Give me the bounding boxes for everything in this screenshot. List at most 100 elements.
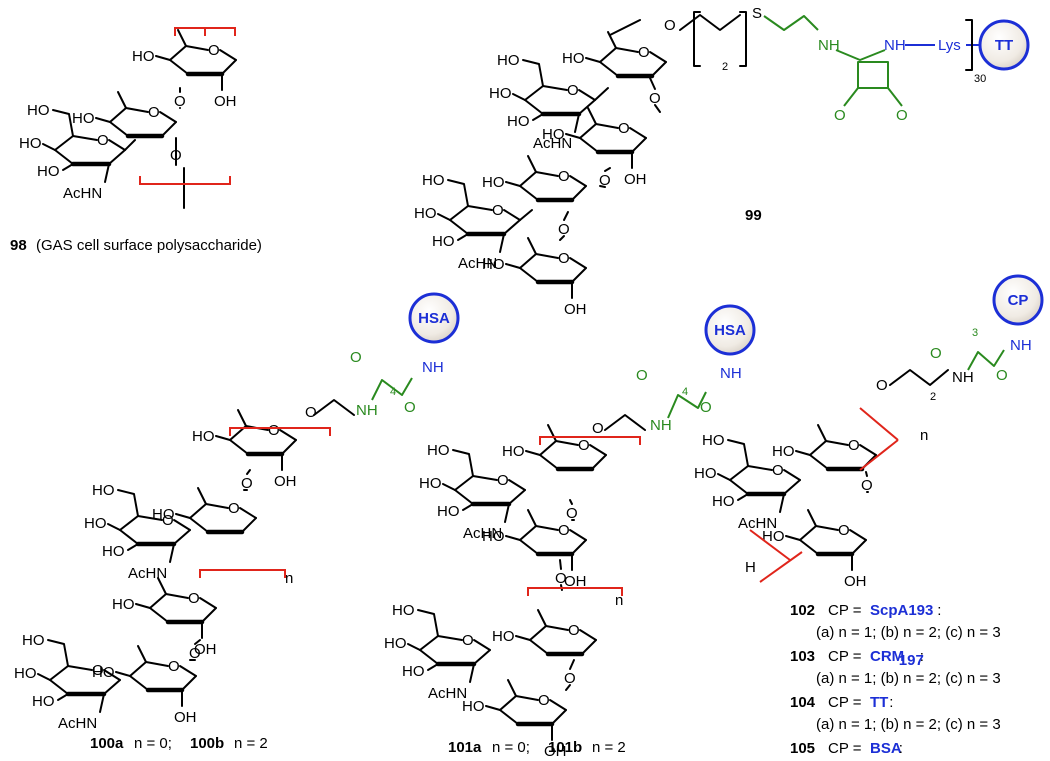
legend-variants: (a) n = 1; (b) n = 2; (c) n = 3 xyxy=(816,670,1001,687)
ring-bond xyxy=(239,507,257,519)
legend-colon: : xyxy=(937,602,941,619)
rhamnose-ring: OHO xyxy=(502,424,607,472)
ch2oh-bond xyxy=(117,489,139,517)
hydroxyl-label: HO xyxy=(507,113,530,130)
amide-nh: NH xyxy=(952,369,974,386)
ring-oxygen: O xyxy=(558,522,570,539)
glycosidic-bond xyxy=(559,235,565,241)
adipoyl-chain xyxy=(371,377,413,401)
legend-id: 103 xyxy=(790,648,815,665)
ring-oxygen: O xyxy=(268,422,280,439)
ring-oxygen: O xyxy=(492,202,504,219)
ring-bond xyxy=(809,440,849,456)
ring-bond xyxy=(449,205,493,221)
acetamido-label: AcHN xyxy=(533,135,572,152)
ring-bond xyxy=(149,593,189,609)
legend-carrier-protein: TT xyxy=(870,694,888,711)
hydroxyl-label: HO xyxy=(27,102,50,119)
legend-id: 104 xyxy=(790,694,816,711)
anomeric-o: O xyxy=(876,377,888,394)
oh-bond xyxy=(462,503,474,511)
linker-bond xyxy=(604,414,646,431)
hydroxyl-label: HO xyxy=(482,174,505,191)
glycosidic-oxygen: O xyxy=(189,645,201,662)
glycosidic-bond xyxy=(569,659,575,670)
methyl-bond xyxy=(117,91,127,109)
carbonyl-bond xyxy=(843,87,903,107)
methyl-bond xyxy=(507,679,517,697)
hydroxyl-label: HO xyxy=(392,602,415,619)
ring-oxygen: O xyxy=(497,472,509,489)
repeat-brackets xyxy=(139,27,899,596)
glycosidic-oxygen: O xyxy=(861,477,873,494)
glycosidic-bond xyxy=(654,104,661,113)
rhamnose-ring: O HO OH xyxy=(462,679,567,760)
rhamnose-ring: OHO xyxy=(562,31,667,79)
protein-101-label: HSA xyxy=(714,322,746,339)
oh-bond xyxy=(505,535,521,541)
ring-bond xyxy=(599,47,639,63)
glycosidic-bond xyxy=(599,185,606,188)
repeat-bracket xyxy=(539,436,641,445)
ring-oxygen: O xyxy=(148,104,160,121)
protein-amide: NH xyxy=(1010,337,1032,354)
carbonyl-o: O xyxy=(636,367,648,384)
squarate-ring xyxy=(857,61,889,89)
hydroxyl-label: HO xyxy=(419,475,442,492)
hydroxyl-label: HO xyxy=(92,664,115,681)
lys-amine: NH xyxy=(884,37,906,54)
ring-bond xyxy=(169,45,209,61)
glycosidic-bond xyxy=(563,211,569,221)
oh-bond xyxy=(437,213,451,221)
ring-bond xyxy=(454,475,498,491)
terminal-h: H xyxy=(745,559,756,576)
legend-cp-prefix: CP = xyxy=(828,694,862,711)
ch2oh-bond xyxy=(52,109,74,137)
ring-bond xyxy=(519,171,559,187)
repeat-count: 30 xyxy=(974,73,986,85)
oh-bond xyxy=(57,693,69,701)
chain-bracket xyxy=(739,11,747,67)
oh-bond xyxy=(175,513,191,519)
oh-bond xyxy=(505,181,521,187)
linker-bond xyxy=(609,19,641,36)
carbonyl-o: O xyxy=(404,399,416,416)
ring-bond xyxy=(173,519,191,531)
linker-chains xyxy=(313,11,1005,431)
ch2oh-bond xyxy=(727,439,749,467)
hydroxyl-label: OH xyxy=(564,573,587,590)
methyl-bond xyxy=(157,577,167,595)
glycosidic-bond xyxy=(559,559,562,570)
hydroxyl-label: HO xyxy=(192,428,215,445)
glycosidic-bond xyxy=(194,639,201,645)
oh-bond xyxy=(215,435,231,441)
glutaryl-chain xyxy=(967,349,1005,371)
ring-bond xyxy=(159,111,177,123)
ring-oxygen: O xyxy=(538,692,550,709)
hydroxyl-label: HO xyxy=(112,596,135,613)
hydroxyl-label: OH xyxy=(274,473,297,490)
nhac-bond xyxy=(779,493,785,513)
hydroxyl-label: HO xyxy=(702,432,725,449)
ring-bond xyxy=(503,209,521,221)
legend-colon: : xyxy=(899,740,903,757)
ring-bond xyxy=(179,665,197,677)
ring-bond xyxy=(529,625,569,641)
hydroxyl-label: HO xyxy=(462,698,485,715)
hydroxyl-label: OH xyxy=(544,743,567,760)
legend-id: 102 xyxy=(790,602,815,619)
hydroxyl-label: HO xyxy=(14,665,37,682)
carbonyl-o: O xyxy=(896,107,908,124)
bond xyxy=(124,139,136,151)
hydroxyl-label: HO xyxy=(102,543,125,560)
ring-bond xyxy=(729,465,773,481)
ch2oh-bond xyxy=(47,639,69,667)
ring-bond xyxy=(579,629,597,641)
ring-bond xyxy=(579,123,619,139)
ring-oxygen: O xyxy=(462,632,474,649)
oh-bond xyxy=(115,671,131,677)
caption-99-id: 99 xyxy=(745,207,762,224)
hydroxyl-label: HO xyxy=(492,628,515,645)
